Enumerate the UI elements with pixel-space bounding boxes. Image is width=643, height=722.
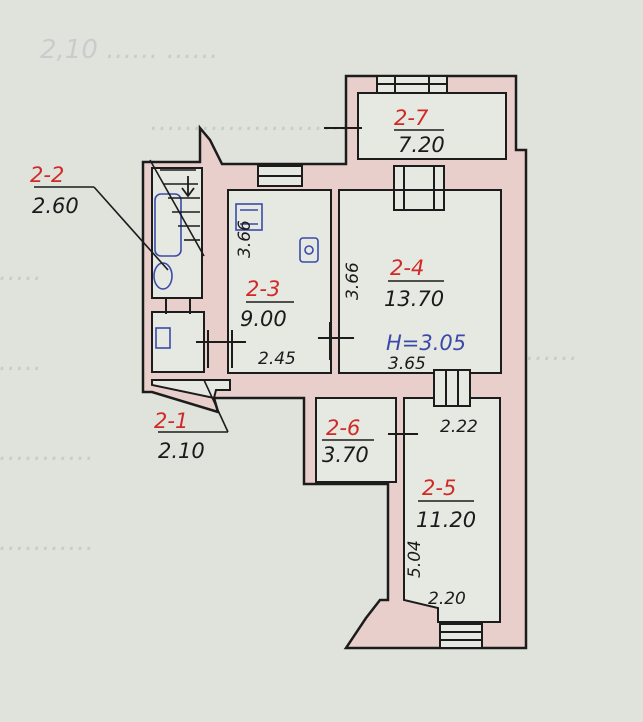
room-2-3-area: 9.00 [240, 307, 287, 331]
room-2-4-area: 13.70 [384, 287, 444, 311]
leaders [34, 186, 229, 433]
fixtures [153, 193, 319, 349]
background-text-row2: …… [0, 347, 42, 377]
room-2-5-label: 2-5 [422, 476, 456, 500]
door-2-7 [324, 112, 362, 148]
window-top [376, 75, 448, 94]
room-2-1-area: 2.10 [158, 439, 205, 463]
dim-room-2-4-width: 3.65 [388, 354, 426, 374]
window-bottom [439, 623, 483, 649]
bathtub-icon [154, 193, 182, 257]
room-2-5: 2-5 11.20 [416, 476, 476, 532]
background-text-row5: ………… [0, 527, 94, 557]
room-2-6-label: 2-6 [326, 416, 360, 440]
dim-room-2-4-height: 3.66 [343, 262, 363, 300]
door-2-4-top [393, 165, 445, 211]
room-2-4: 2-4 13.70 [384, 256, 444, 311]
toilet-icon [155, 327, 171, 349]
door-2-3 [196, 330, 246, 368]
room-2-2-floor [151, 167, 203, 299]
room-2-1: 2-1 2.10 [154, 409, 205, 463]
room-2-3-label: 2-3 [246, 277, 280, 301]
room-wc-floor [151, 311, 205, 373]
sink-icon [153, 262, 173, 290]
room-2-7-label: 2-7 [394, 106, 429, 130]
room-2-2: 2-2 2.60 [30, 163, 79, 218]
room-2-7-area: 7.20 [398, 133, 445, 157]
room-2-5-area: 11.20 [416, 508, 476, 532]
background-text-row1: …… [0, 257, 42, 287]
dim-room-2-3-height: 3.66 [235, 220, 255, 258]
background-text-top: 2,10 …… …… [40, 35, 218, 65]
background-text-row4: ………… [0, 437, 94, 467]
dim-room-2-5-side: 5.04 [405, 540, 425, 578]
dim-room-2-5-bottom: 2.20 [428, 589, 466, 609]
room-2-1-label: 2-1 [154, 409, 188, 433]
arrow-down-icon [181, 176, 195, 198]
room-labels: 2-7 7.20 2-2 2.60 2-3 9.00 2-4 13.70 2-1… [30, 106, 476, 532]
walls [141, 74, 528, 650]
room-2-2-label: 2-2 [30, 163, 64, 187]
door-2-5 [433, 369, 471, 407]
room-2-3: 2-3 9.00 [240, 277, 294, 331]
room-2-6-area: 3.70 [322, 443, 369, 467]
room-2-5-floor [403, 397, 501, 623]
door-wc [165, 298, 191, 314]
windows [257, 75, 483, 649]
kitchen-sink-icon [299, 237, 319, 263]
window-room-3 [257, 165, 303, 187]
room-2-4-label: 2-4 [390, 256, 424, 280]
dim-room-2-3-width: 2.45 [258, 349, 296, 369]
room-2-2-area: 2.60 [32, 194, 79, 218]
room-2-6: 2-6 3.70 [322, 416, 374, 467]
dimensions: 3.66 2.45 3.66 H=3.05 3.65 2.22 5.04 2.2… [235, 220, 478, 609]
stove-icon [235, 203, 263, 231]
room-2-7: 2-7 7.20 [394, 106, 445, 157]
ceiling-height: H=3.05 [386, 331, 466, 355]
dim-room-2-5-top: 2.22 [440, 417, 478, 437]
door-2-6 [388, 420, 418, 446]
door-2-4-left [318, 322, 354, 360]
room-2-7-floor [357, 92, 507, 160]
stairs [149, 159, 205, 257]
doors [165, 112, 471, 446]
